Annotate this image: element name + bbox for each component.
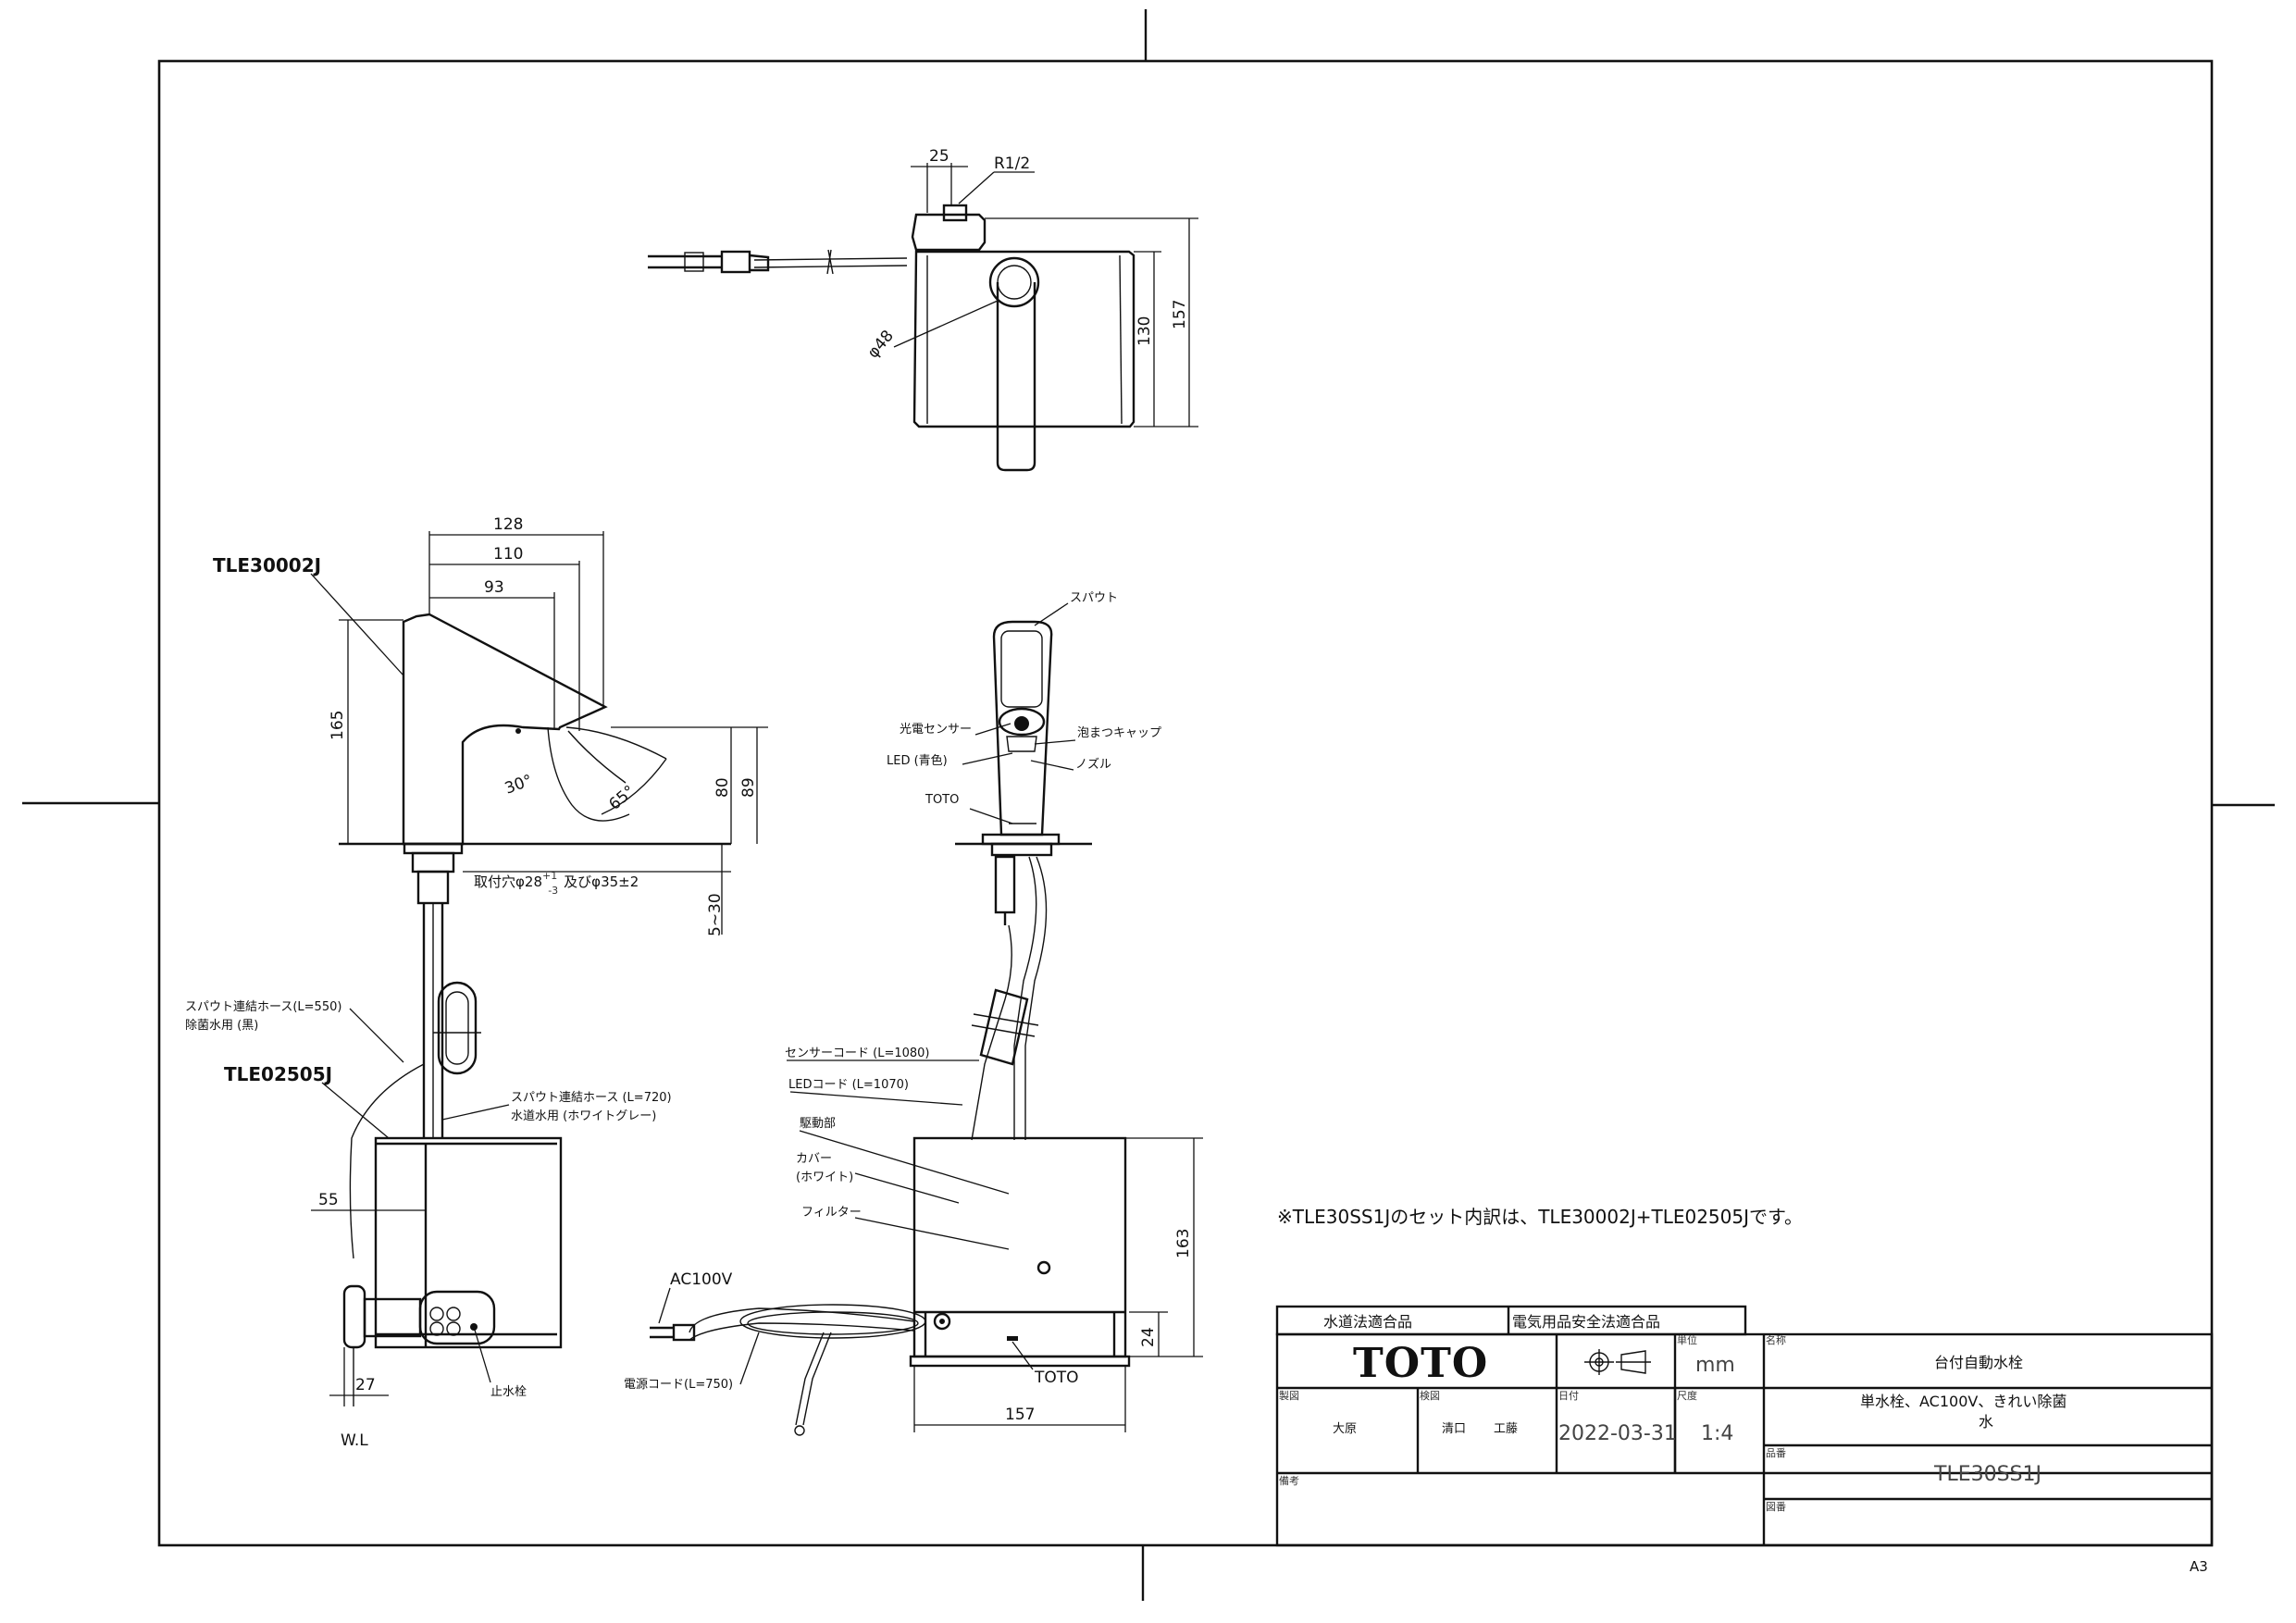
dim-157-top: 157 (1171, 300, 1189, 329)
foam-cap-label: 泡まつキャップ (1077, 726, 1161, 740)
angle-30: 30° (503, 772, 535, 799)
date-label: 日付 (1558, 1390, 1579, 1402)
product-desc-1: 単水栓、AC100V、きれい除菌 (1860, 1393, 2066, 1410)
dim-89: 89 (739, 777, 758, 798)
dim-24: 24 (1139, 1327, 1158, 1347)
remarks-label: 備考 (1279, 1475, 1299, 1487)
hose-sterile-label: スパウト連結ホース(L=550) (185, 1000, 341, 1014)
checked-label: 検図 (1420, 1389, 1440, 1402)
title-brand: TOTO (1353, 1340, 1488, 1387)
set-note: ※TLE30SS1Jのセット内訳は、TLE30002J+TLE02505Jです。 (1277, 1206, 1803, 1228)
checked-by-1: 清口 (1442, 1422, 1466, 1436)
cover-color: (ホワイト) (796, 1171, 853, 1184)
name-label: 名称 (1766, 1333, 1786, 1346)
model-spout: TLE30002J (213, 554, 321, 576)
dim-80: 80 (714, 777, 732, 798)
scale-label: 尺度 (1677, 1389, 1697, 1402)
sheet-size: A3 (2190, 1558, 2208, 1575)
cert-electric: 電気用品安全法適合品 (1512, 1313, 1660, 1331)
product-name: 台付自動水栓 (1934, 1354, 2023, 1371)
dim-phi48: φ48 (864, 327, 898, 362)
model-number: TLE30SS1J (1933, 1463, 2042, 1486)
cert-water: 水道法適合品 (1323, 1313, 1412, 1331)
dim-25: 25 (929, 147, 949, 166)
dim-163: 163 (1174, 1229, 1193, 1258)
dim-27: 27 (355, 1376, 376, 1394)
drawing-date: 2022-03-31 (1558, 1422, 1677, 1445)
mount-hole-note: 取付穴φ28+1-3及びφ35±2 (474, 870, 639, 897)
dim-130: 130 (1136, 316, 1154, 346)
brand-mark-label: TOTO (925, 793, 959, 807)
dim-165: 165 (329, 711, 347, 740)
sensor-cord-label: センサーコード (L=1080) (785, 1047, 930, 1060)
title-block: 水道法適合品 電気用品安全法適合品 TOTO 単位 mm 名称 台付自動水栓 単… (1275, 1305, 2214, 1547)
model-body: TLE02505J (224, 1063, 332, 1085)
nozzle-label: ノズル (1075, 757, 1111, 772)
hose-sterile-color: 除菌水用 (黒) (185, 1019, 258, 1033)
dim-157-front: 157 (1005, 1406, 1035, 1424)
led-cord-label: LEDコード (L=1070) (788, 1078, 909, 1092)
dim-55: 55 (318, 1191, 339, 1209)
drawing-no-label: 図番 (1766, 1501, 1786, 1513)
filter-label: フィルター (801, 1206, 862, 1220)
projection-symbol (1584, 1349, 1651, 1375)
power-cord-label: 電源コード(L=750) (624, 1378, 733, 1392)
stop-valve-label: 止水栓 (490, 1385, 527, 1399)
dim-128: 128 (493, 515, 523, 534)
sensor-label: 光電センサー (900, 723, 972, 737)
thread-label: R1/2 (994, 155, 1030, 173)
sheet-frame (22, 9, 2275, 1601)
led-label: LED (青色) (887, 753, 948, 768)
spout-label: スパウト (1070, 591, 1118, 605)
model-label: 品番 (1766, 1447, 1786, 1459)
drive-unit-label: 駆動部 (800, 1117, 836, 1131)
cover-label: カバー (796, 1152, 832, 1166)
drawn-by: 大原 (1333, 1422, 1357, 1436)
hose-water-label: スパウト連結ホース (L=720) (511, 1091, 672, 1105)
side-view: 128 110 93 165 80 89 30° 65° 5~30 取付穴φ28… (185, 515, 768, 1450)
hose-water-color: 水道水用 (ホワイトグレー) (511, 1109, 656, 1123)
dim-93: 93 (484, 578, 504, 597)
power-label: AC100V (670, 1270, 733, 1289)
drawing-scale: 1:4 (1701, 1422, 1733, 1445)
drawn-label: 製図 (1279, 1389, 1299, 1402)
front-view: 163 24 157 スパウト 光電センサー 泡まつキャップ LED (青色) … (624, 591, 1203, 1436)
dim-110: 110 (493, 545, 523, 564)
brand-bottom-label: TOTO (1034, 1369, 1079, 1387)
top-view: 25 R1/2 157 130 φ48 (648, 147, 1198, 472)
unit-value: mm (1695, 1354, 1735, 1377)
product-desc-2: 水 (1979, 1413, 1993, 1431)
checked-by-2: 工藤 (1494, 1422, 1518, 1436)
unit-label: 単位 (1677, 1333, 1697, 1346)
wl-label: W.L (341, 1431, 368, 1450)
dim-5-30: 5~30 (706, 893, 725, 936)
